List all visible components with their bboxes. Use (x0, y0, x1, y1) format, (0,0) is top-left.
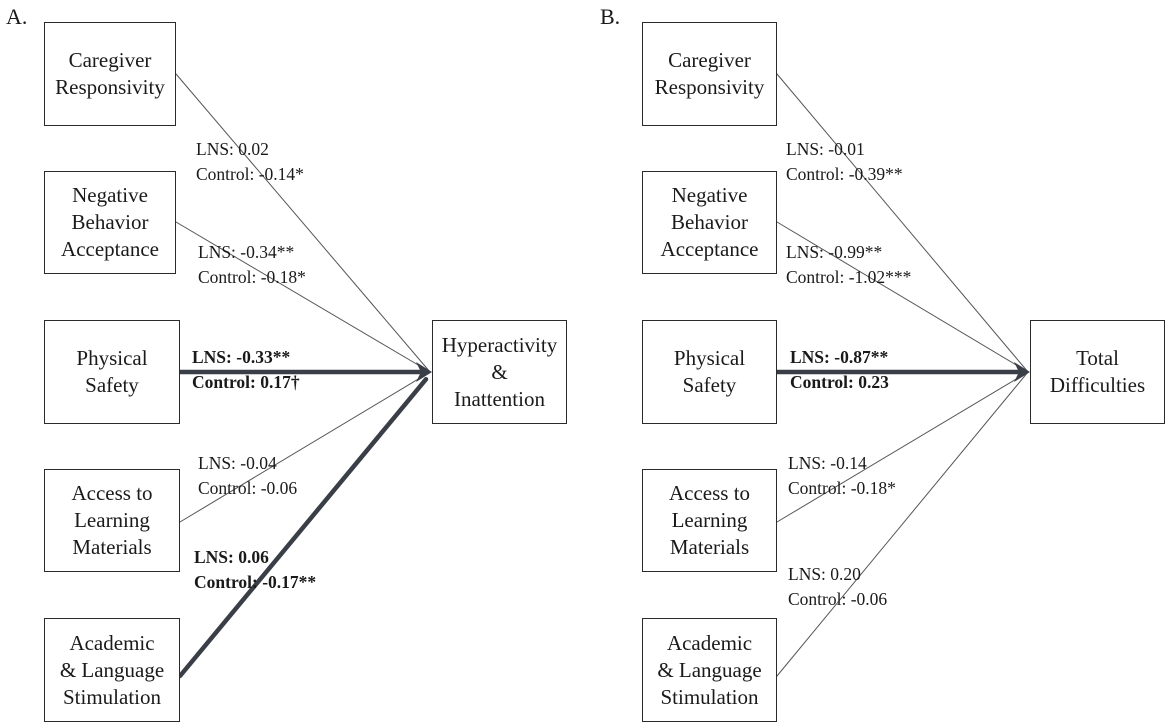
coef-b-caregiver: LNS: -0.01 Control: -0.39** (786, 137, 903, 187)
path-line-panel2-1 (776, 73, 1029, 373)
node-line: & (491, 359, 508, 384)
coef-a-access-learning: LNS: -0.04 Control: -0.06 (198, 451, 297, 501)
path-line-panel1-5 (177, 376, 429, 679)
coef-lns: LNS: -0.99** (786, 242, 883, 262)
coef-lns: LNS: -0.34** (198, 242, 295, 262)
node-line: Total (1076, 346, 1119, 370)
coef-lns: LNS: -0.87** (790, 347, 889, 367)
arrowhead-panel2 (1014, 362, 1030, 382)
path-line-panel2-4 (776, 371, 1029, 523)
node-line: Materials (669, 535, 750, 559)
coef-a-caregiver: LNS: 0.02 Control: -0.14* (196, 137, 304, 187)
node-line: Negative (671, 183, 748, 207)
panel-b-label: B. (600, 4, 621, 29)
node-line: Acceptance (660, 237, 759, 261)
coef-control: Control: -0.18* (788, 478, 896, 498)
path-line-panel1-2 (175, 221, 431, 373)
node-line: Physical (76, 346, 148, 370)
coef-lns: LNS: 0.20 (788, 564, 861, 584)
coef-control: Control: -0.18* (198, 267, 306, 287)
path-line-panel2-5 (776, 371, 1029, 677)
node-line: Difficulties (1049, 373, 1146, 397)
coef-control: Control: -1.02*** (786, 267, 912, 287)
coef-b-negative-behavior: LNS: -0.99** Control: -1.02*** (786, 240, 911, 290)
node-line: & Language (657, 657, 762, 682)
node-line: Inattention (454, 386, 545, 411)
node-line: Acceptance (61, 237, 159, 261)
coef-lns: LNS: 0.02 (196, 139, 269, 159)
panel-a-label: A. (6, 4, 28, 29)
coef-a-academic-language: LNS: 0.06 Control: -0.17** (194, 545, 316, 595)
coef-control: Control: -0.06 (198, 478, 298, 498)
node-line: Physical (673, 346, 746, 370)
coef-lns: LNS: -0.01 (786, 139, 865, 159)
node-line: Caregiver (68, 48, 152, 72)
node-line: Stimulation (660, 684, 759, 709)
coef-lns: LNS: -0.04 (198, 453, 277, 473)
coef-lns: LNS: -0.33** (192, 347, 291, 367)
path-line-panel2-2 (776, 221, 1029, 373)
node-line: Access to (71, 481, 153, 505)
node-line: Materials (72, 535, 152, 559)
coef-control: Control: -0.06 (788, 589, 888, 609)
node-line: & Language (59, 657, 165, 682)
coef-lns: LNS: 0.06 (194, 547, 269, 567)
coef-b-academic-language: LNS: 0.20 Control: -0.06 (788, 562, 887, 612)
node-line: Caregiver (668, 48, 751, 72)
coef-lns: LNS: -0.14 (788, 453, 867, 473)
node-line: Learning (671, 508, 748, 532)
coef-control: Control: 0.23 (790, 372, 889, 392)
node-line: Negative (72, 183, 148, 207)
node-hyperactivity-inattention: Hyperactivity&Inattention (432, 320, 567, 424)
node-line: Behavior (71, 210, 149, 234)
arrowhead-panel1 (416, 362, 432, 382)
coef-control: Control: -0.14* (196, 164, 304, 184)
coef-control: Control: -0.39** (786, 164, 903, 184)
node-line: Stimulation (62, 684, 161, 709)
node-line: Academic (69, 630, 155, 655)
coef-a-negative-behavior: LNS: -0.34** Control: -0.18* (198, 240, 306, 290)
coef-a-physical-safety: LNS: -0.33** Control: 0.17† (192, 345, 300, 395)
node-line: Safety (682, 373, 737, 397)
path-line-panel1-4 (179, 371, 431, 523)
node-line: Safety (85, 373, 139, 397)
node-line: Learning (74, 508, 150, 532)
coef-b-physical-safety: LNS: -0.87** Control: 0.23 (790, 345, 889, 395)
node-line: Hyperactivity (441, 332, 558, 357)
coef-b-access-learning: LNS: -0.14 Control: -0.18* (788, 451, 896, 501)
node-line: Responsivity (654, 75, 765, 99)
coef-control: Control: -0.17** (194, 572, 317, 592)
path-line-panel1-1 (175, 73, 431, 373)
node-line: Responsivity (55, 75, 165, 99)
node-line: Access to (668, 481, 751, 505)
node-line: Academic (666, 630, 753, 655)
node-line: Behavior (671, 210, 748, 234)
coef-control: Control: 0.17† (192, 372, 300, 392)
